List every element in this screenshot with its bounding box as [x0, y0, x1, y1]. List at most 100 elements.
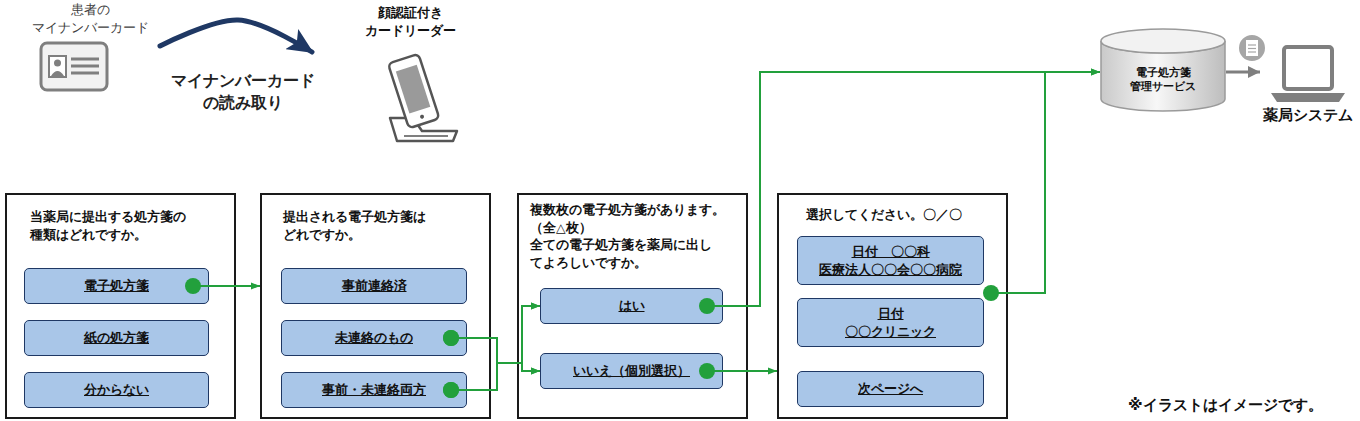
- start-dot: [443, 382, 467, 398]
- node-text: 薬局システム: [1260, 106, 1356, 126]
- dot-circle: [443, 382, 459, 398]
- reader-button: [420, 114, 425, 119]
- start-dot: [983, 285, 1008, 301]
- node-text: 複数枚の電子処方箋があります。 （全△枚） 全ての電子処方箋を薬局に出し てよろ…: [530, 201, 740, 271]
- button-label: いいえ（個別選択）: [573, 362, 690, 380]
- card-reader: 顔認証付き カードリーダー: [312, 0, 508, 142]
- button-label: はい: [619, 297, 645, 315]
- choice-button: はい: [540, 288, 723, 324]
- dot-circle: [699, 298, 715, 314]
- connector-group: [160, 20, 1260, 390]
- flow-connector: [467, 306, 540, 363]
- choice-button: 事前・未連絡両方: [281, 372, 467, 408]
- start-dot: [443, 330, 467, 346]
- dot-stub: [707, 370, 723, 372]
- flow-connector: [467, 306, 540, 390]
- cylinder-top: [1101, 29, 1225, 53]
- button-label: 日付 〇〇クリニック: [840, 305, 942, 340]
- node-text: 患者の マイナンバーカード: [27, 1, 153, 36]
- button-label: 事前連絡済: [342, 277, 407, 295]
- dot-stub: [451, 389, 467, 391]
- dot-stub: [451, 337, 467, 339]
- my-number-card: 患者の マイナンバーカード: [20, 0, 160, 92]
- button-label: 次ページへ: [858, 380, 923, 398]
- dot-circle: [443, 382, 459, 398]
- connector-label: マイナンバーカード の読み取り: [160, 70, 325, 115]
- flow-connector: [160, 20, 312, 52]
- reader-icon: [388, 54, 457, 141]
- choice-button: 日付 〇〇クリニック: [797, 298, 984, 347]
- choice-button: 分からない: [24, 372, 209, 408]
- dot-stub: [707, 305, 723, 307]
- badge-document: [1246, 40, 1258, 56]
- flow-connector: [1226, 71, 1260, 74]
- dot-group: [185, 278, 1008, 398]
- database-cylinder: 電子処方箋 管理サービス: [1100, 28, 1226, 112]
- choice-button: 未連絡のもの: [281, 320, 467, 356]
- flow-connector: [467, 338, 540, 371]
- reader-stand-line: [404, 135, 448, 137]
- reader-frame: [388, 54, 439, 129]
- reader-screen: [396, 65, 431, 114]
- choice-button: 事前連絡済: [281, 268, 467, 304]
- pharmacy-system: 薬局システム: [1260, 42, 1356, 132]
- start-dot: [443, 330, 467, 346]
- button-label: 紙の処方箋: [84, 329, 149, 347]
- flow-connector: [723, 370, 777, 372]
- laptop-base: [1271, 93, 1345, 102]
- button-label: 事前・未連絡両方: [322, 381, 426, 399]
- node-text: 顔認証付き カードリーダー: [360, 4, 460, 39]
- dot-stub: [451, 389, 467, 391]
- laptop-icon: [1271, 47, 1345, 102]
- dot-stub: [991, 292, 1008, 294]
- dot-circle: [443, 330, 459, 346]
- document-badge: [1238, 34, 1266, 62]
- card-line: [71, 58, 99, 61]
- reader-tablet: [388, 54, 439, 129]
- button-label: 日付 〇〇科 医療法人〇〇会〇〇病院: [798, 243, 983, 278]
- card-line: [71, 72, 99, 75]
- choice-button: 紙の処方箋: [24, 320, 209, 356]
- card-icon: [41, 43, 107, 90]
- node-text: 選択してください。〇／〇: [806, 206, 1002, 224]
- card-photo-head: [54, 60, 61, 67]
- flow-connector: [467, 363, 540, 390]
- choice-button: 次ページへ: [797, 371, 984, 407]
- screen-panel: 当薬局に提出する処方箋の 種類はどれですか。電子処方箋紙の処方箋分からない: [5, 193, 236, 419]
- choice-button: 電子処方箋: [24, 268, 209, 304]
- badge-line: [1248, 48, 1256, 49]
- laptop-screen: [1284, 47, 1332, 89]
- start-dot: [443, 382, 467, 398]
- node-text: 提出される電子処方箋は どれですか。: [283, 208, 453, 243]
- badge-line: [1248, 51, 1256, 52]
- button-label: 未連絡のもの: [335, 329, 413, 347]
- footnote: ※イラストはイメージです。: [1128, 396, 1323, 415]
- flow-connector: [209, 285, 260, 287]
- screen-panel: 選択してください。〇／〇日付 〇〇科 医療法人〇〇会〇〇病院日付 〇〇クリニック…: [777, 193, 1008, 419]
- dot-stub: [451, 337, 467, 339]
- choice-button: いいえ（個別選択）: [540, 353, 723, 389]
- card-photo: [49, 56, 66, 77]
- screen-panel: 複数枚の電子処方箋があります。 （全△枚） 全ての電子処方箋を薬局に出し てよろ…: [517, 193, 748, 419]
- start-dot: [699, 298, 723, 314]
- dot-circle: [185, 278, 201, 294]
- card-photo-body: [51, 71, 64, 76]
- badge-circle: [1238, 34, 1266, 62]
- dot-circle: [443, 330, 459, 346]
- flow-connector: [723, 72, 1100, 306]
- screen-panel: 提出される電子処方箋は どれですか。事前連絡済未連絡のもの事前・未連絡両方: [260, 193, 491, 419]
- dot-stub: [193, 285, 209, 287]
- card-body: [41, 43, 107, 90]
- start-dot: [699, 363, 723, 379]
- button-label: 電子処方箋: [84, 277, 149, 295]
- dot-circle: [983, 285, 999, 301]
- card-line: [71, 65, 99, 68]
- start-dot: [185, 278, 209, 294]
- badge-line: [1248, 44, 1256, 45]
- dot-circle: [699, 363, 715, 379]
